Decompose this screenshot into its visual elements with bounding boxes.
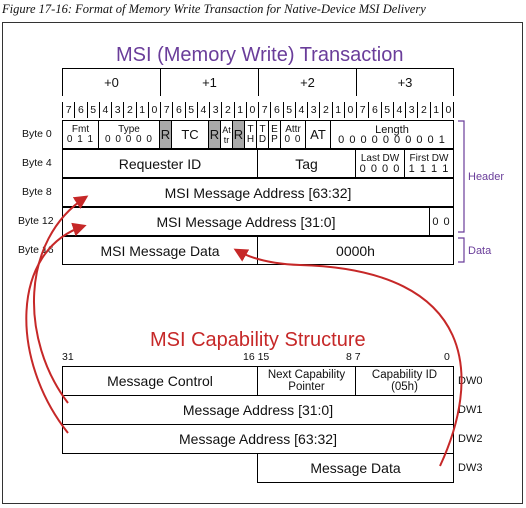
dw3-label: DW3 [458, 462, 483, 474]
bit-number: 0 [147, 102, 160, 118]
header-bracket [458, 120, 465, 233]
bit-number: 4 [196, 102, 209, 118]
at-field: AT [305, 120, 331, 149]
length-value: 0 0 0 0 0 0 0 0 0 1 [338, 133, 446, 146]
next-capability-pointer-field: Next Capability Pointer [257, 366, 356, 396]
msi-message-data-field: MSI Message Data [62, 236, 258, 265]
data-padding-field: 0000h [257, 236, 454, 265]
bit-number: 4 [98, 102, 111, 118]
type-value: 0 0 0 0 0 [105, 133, 153, 145]
bit-number: 1 [233, 102, 246, 118]
bit-number: 2 [221, 102, 233, 118]
attr-value: 0 0 [284, 133, 302, 145]
row-label-byte8: Byte 8 [22, 186, 52, 198]
capability-id-field: Capability ID (05h) [355, 366, 454, 396]
offset-plus2: +2 [258, 68, 356, 96]
data-bracket [458, 237, 465, 263]
bit-number: 5 [282, 102, 295, 118]
bit-number: 3 [111, 102, 123, 118]
bit-number: 1 [331, 102, 344, 118]
last-dw-label: Last DW [360, 152, 400, 164]
last-dw-value: 0 0 0 0 [359, 162, 401, 175]
fmt-value: 0 1 1 [66, 133, 95, 145]
figure-frame [2, 22, 523, 504]
arrow-message-data [233, 248, 463, 467]
bit-number: 3 [209, 102, 221, 118]
bit-number: 7 [356, 102, 368, 118]
cap-message-data: Message Data [257, 453, 454, 483]
bit-number: 7 [62, 102, 74, 118]
bit-number: 7 [160, 102, 172, 118]
bit-number: 1 [429, 102, 442, 118]
requester-id-field: Requester ID [62, 149, 258, 178]
bit-row-end [453, 102, 454, 118]
first-dw-be-field: First DW 1 1 1 1 [404, 149, 454, 178]
bit-number: 5 [86, 102, 99, 118]
bit-number: 1 [135, 102, 148, 118]
msi-address-low-field: MSI Message Address [31:0] [62, 207, 430, 236]
offset-plus3: +3 [356, 68, 454, 96]
first-dw-value: 1 1 1 1 [408, 162, 450, 175]
fmt-label: Fmt [71, 123, 90, 135]
cap-bit-31: 31 [62, 351, 74, 363]
row-label-byte0: Byte 0 [22, 128, 52, 140]
attr-label: Attr [285, 123, 301, 135]
capability-title: MSI Capability Structure [150, 329, 366, 351]
bit-number: 0 [441, 102, 454, 118]
row-label-byte4: Byte 4 [22, 157, 52, 169]
bit-number: 6 [74, 102, 86, 118]
transaction-title: MSI (Memory Write) Transaction [116, 44, 404, 66]
dw0-label: DW0 [458, 375, 483, 387]
bit-number: 0 [343, 102, 356, 118]
cap-bit-0: 0 [444, 351, 450, 363]
bit-number: 5 [184, 102, 197, 118]
bit-number: 6 [270, 102, 282, 118]
last-dw-be-field: Last DW 0 0 0 0 [355, 149, 405, 178]
msi-address-high-field: MSI Message Address [63:32] [62, 178, 454, 207]
bit-number: 6 [172, 102, 184, 118]
address-low-reserved-bits: 0 0 [429, 207, 454, 236]
cap-bit-16-15: 16 15 [243, 351, 270, 363]
bit-number: 2 [417, 102, 429, 118]
figure-caption: Figure 17-16: Format of Memory Write Tra… [2, 2, 426, 16]
bit-number: 2 [319, 102, 331, 118]
bit-number: 2 [123, 102, 135, 118]
bit-number: 0 [245, 102, 258, 118]
dw2-label: DW2 [458, 433, 483, 445]
bit-number: 3 [307, 102, 319, 118]
bit-number: 3 [405, 102, 417, 118]
data-bracket-label: Data [468, 245, 492, 257]
row-label-byte12: Byte 12 [18, 215, 54, 227]
bit-number: 5 [380, 102, 393, 118]
arrow-address-low [33, 195, 89, 404]
arrow-address-high [25, 222, 87, 434]
bit-number: 4 [294, 102, 307, 118]
tc-field: TC [171, 120, 209, 149]
offset-plus1: +1 [160, 68, 258, 96]
first-dw-label: First DW [409, 152, 449, 164]
length-label: Length [375, 123, 409, 136]
header-bracket-label: Header [468, 171, 505, 183]
type-label: Type [118, 123, 140, 135]
cap-bit-8-7: 8 7 [346, 351, 361, 363]
offset-plus0: +0 [62, 68, 160, 96]
bit-number: 6 [368, 102, 380, 118]
fmt-field: Fmt 0 1 1 [62, 120, 99, 149]
bit-number: 4 [392, 102, 405, 118]
length-field: Length 0 0 0 0 0 0 0 0 0 1 [330, 120, 454, 149]
dw1-label: DW1 [458, 404, 483, 416]
bit-number: 7 [258, 102, 270, 118]
